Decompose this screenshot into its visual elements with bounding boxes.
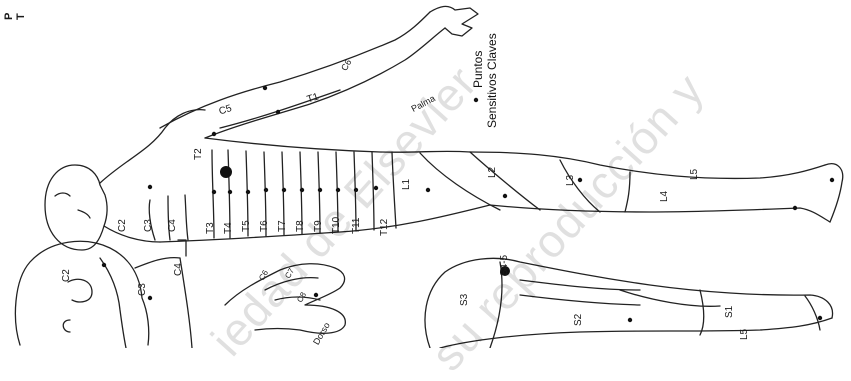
dermatome-diagram: P T Puntos Sensitivos Claves Palma Dorso…: [0, 0, 851, 348]
label-c2: C2: [118, 219, 128, 232]
label-c3-head: C3: [138, 283, 148, 296]
label-t2: T2: [194, 148, 204, 160]
label-c4: C4: [168, 219, 178, 232]
label-t7: T7: [278, 220, 288, 232]
label-l5: L5: [690, 169, 700, 180]
label-s2: S2: [574, 314, 584, 326]
legend-line-2: Sensitivos Claves: [486, 33, 500, 128]
label-c3: C3: [144, 219, 154, 232]
label-t5: T5: [242, 220, 252, 232]
header-fragment-1: P: [4, 13, 15, 20]
label-l4: L4: [660, 191, 670, 202]
label-t4: T4: [224, 222, 234, 234]
label-t12: T12: [380, 219, 390, 236]
label-t3: T3: [206, 222, 216, 234]
label-l5-posterior: L5: [740, 329, 750, 340]
label-s1: S1: [725, 306, 735, 318]
sensory-points-svg: [0, 0, 851, 348]
label-l2: L2: [488, 167, 498, 178]
label-c4-head: C4: [174, 263, 184, 276]
header-fragment-2: T: [16, 13, 27, 20]
label-t6: T6: [260, 220, 270, 232]
label-c2-head: C2: [62, 269, 72, 282]
